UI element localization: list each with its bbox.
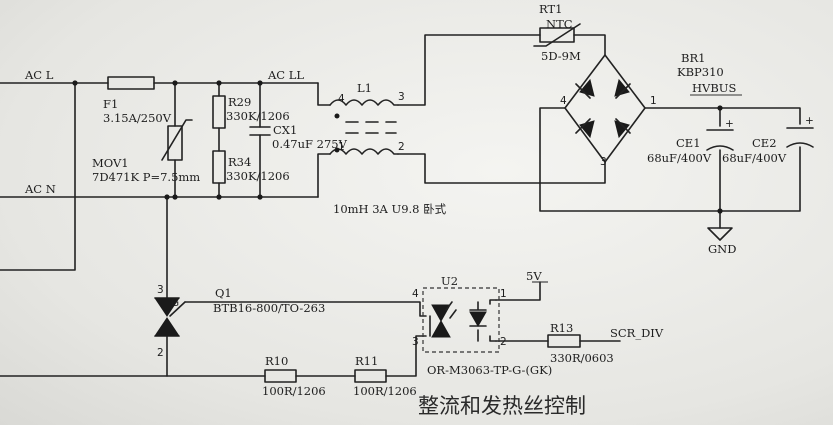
rt1-value: 5D-9M <box>541 49 581 63</box>
l1-pin4: 4 <box>338 93 345 105</box>
u2-ref: U2 <box>441 274 458 288</box>
hvbus-net: HVBUS <box>690 81 742 96</box>
wires <box>0 34 801 377</box>
diagram-caption: 整流和发热丝控制 <box>418 394 586 418</box>
thermistor-rt1: RT1 NTC 5D-9M <box>533 2 581 63</box>
r11-ref: R11 <box>355 354 378 368</box>
r29-value: 330K/1206 <box>226 109 290 123</box>
fuse-f1: F1 3.15A/250V <box>103 76 172 125</box>
optocoupler-u2: U2 4 3 1 2 OR-M3063-TP-G-(GK) <box>412 274 552 377</box>
f1-ref: F1 <box>103 97 118 111</box>
scr-div-label: SCR_DIV <box>610 326 664 340</box>
hvbus-label: HVBUS <box>692 81 736 95</box>
l1-value: 10mH 3A U9.8 卧式 <box>333 202 447 216</box>
cx1-value: 0.47uF 275V <box>272 137 348 151</box>
r34-value: 330K/1206 <box>226 169 290 183</box>
v5-label: 5V <box>526 269 542 283</box>
br1-pin3: 3 <box>600 156 607 168</box>
resistor-r11: R11 100R/1206 <box>353 354 417 398</box>
ce2-value: 68uF/400V <box>722 151 787 165</box>
capacitor-ce1: + CE1 68uF/400V <box>647 118 734 165</box>
r34-ref: R34 <box>228 155 251 169</box>
u2-pin4: 4 <box>412 288 419 300</box>
u2-value: OR-M3063-TP-G-(GK) <box>427 363 552 377</box>
br1-pin1: 1 <box>650 95 657 107</box>
l1-ref: L1 <box>357 81 372 95</box>
r13-value: 330R/0603 <box>550 351 614 365</box>
triac-q1: 3 G 2 Q1 BTB16-800/TO-263 <box>154 284 325 359</box>
ce1-ref: CE1 <box>676 136 701 150</box>
ce1-plus: + <box>725 118 734 130</box>
resistor-r29: R29 330K/1206 <box>212 95 290 129</box>
r29-ref: R29 <box>228 95 251 109</box>
ac-l-label: AC L <box>24 68 54 82</box>
ce2-ref: CE2 <box>752 136 777 150</box>
q1-pin-g: G <box>171 297 179 309</box>
rt1-ref: RT1 <box>539 2 562 16</box>
ac-ll-label: AC LL <box>267 68 304 82</box>
q1-pin2: 2 <box>157 347 164 359</box>
l1-pin3: 3 <box>398 91 405 103</box>
q1-value: BTB16-800/TO-263 <box>213 301 325 315</box>
mov1-value: 7D471K P=7.5mm <box>92 170 200 184</box>
l1-pin1: 1 <box>338 141 345 153</box>
capacitor-cx1: CX1 0.47uF 275V <box>249 123 348 151</box>
choke-l1: L1 4 3 1 2 10mH 3A U9.8 卧式 <box>329 81 447 216</box>
u2-pin3: 3 <box>412 336 419 348</box>
ac-n-label: AC N <box>24 182 56 196</box>
ce1-value: 68uF/400V <box>647 151 712 165</box>
junctions <box>72 80 723 214</box>
f1-value: 3.15A/250V <box>103 111 172 125</box>
ce2-plus: + <box>805 115 814 127</box>
br1-pin4: 4 <box>560 95 567 107</box>
resistor-r10: R10 100R/1206 <box>262 354 326 398</box>
rt1-type: NTC <box>546 17 573 31</box>
u2-pin1: 1 <box>500 288 507 300</box>
r10-ref: R10 <box>265 354 288 368</box>
r13-ref: R13 <box>550 321 573 335</box>
mov1-ref: MOV1 <box>92 156 129 170</box>
resistor-r34: R34 330K/1206 <box>212 150 290 184</box>
resistor-r13: R13 330R/0603 SCR_DIV <box>547 321 664 365</box>
br1-ref: BR1 <box>681 51 705 65</box>
cx1-ref: CX1 <box>273 123 297 137</box>
varistor-mov1: MOV1 7D471K P=7.5mm <box>92 119 200 184</box>
bridge-br1: BR1 KBP310 4 1 3 <box>560 51 724 168</box>
gnd-label: GND <box>708 242 736 256</box>
r11-value: 100R/1206 <box>353 384 417 398</box>
capacitor-ce2: + CE2 68uF/400V <box>722 115 814 165</box>
q1-pin3: 3 <box>157 284 164 296</box>
v5-net: 5V <box>526 269 548 283</box>
q1-ref: Q1 <box>215 286 232 300</box>
u2-pin2: 2 <box>500 336 507 348</box>
ground-symbol: GND <box>707 227 736 256</box>
l1-pin2: 2 <box>398 141 405 153</box>
r10-value: 100R/1206 <box>262 384 326 398</box>
br1-value: KBP310 <box>677 65 724 79</box>
